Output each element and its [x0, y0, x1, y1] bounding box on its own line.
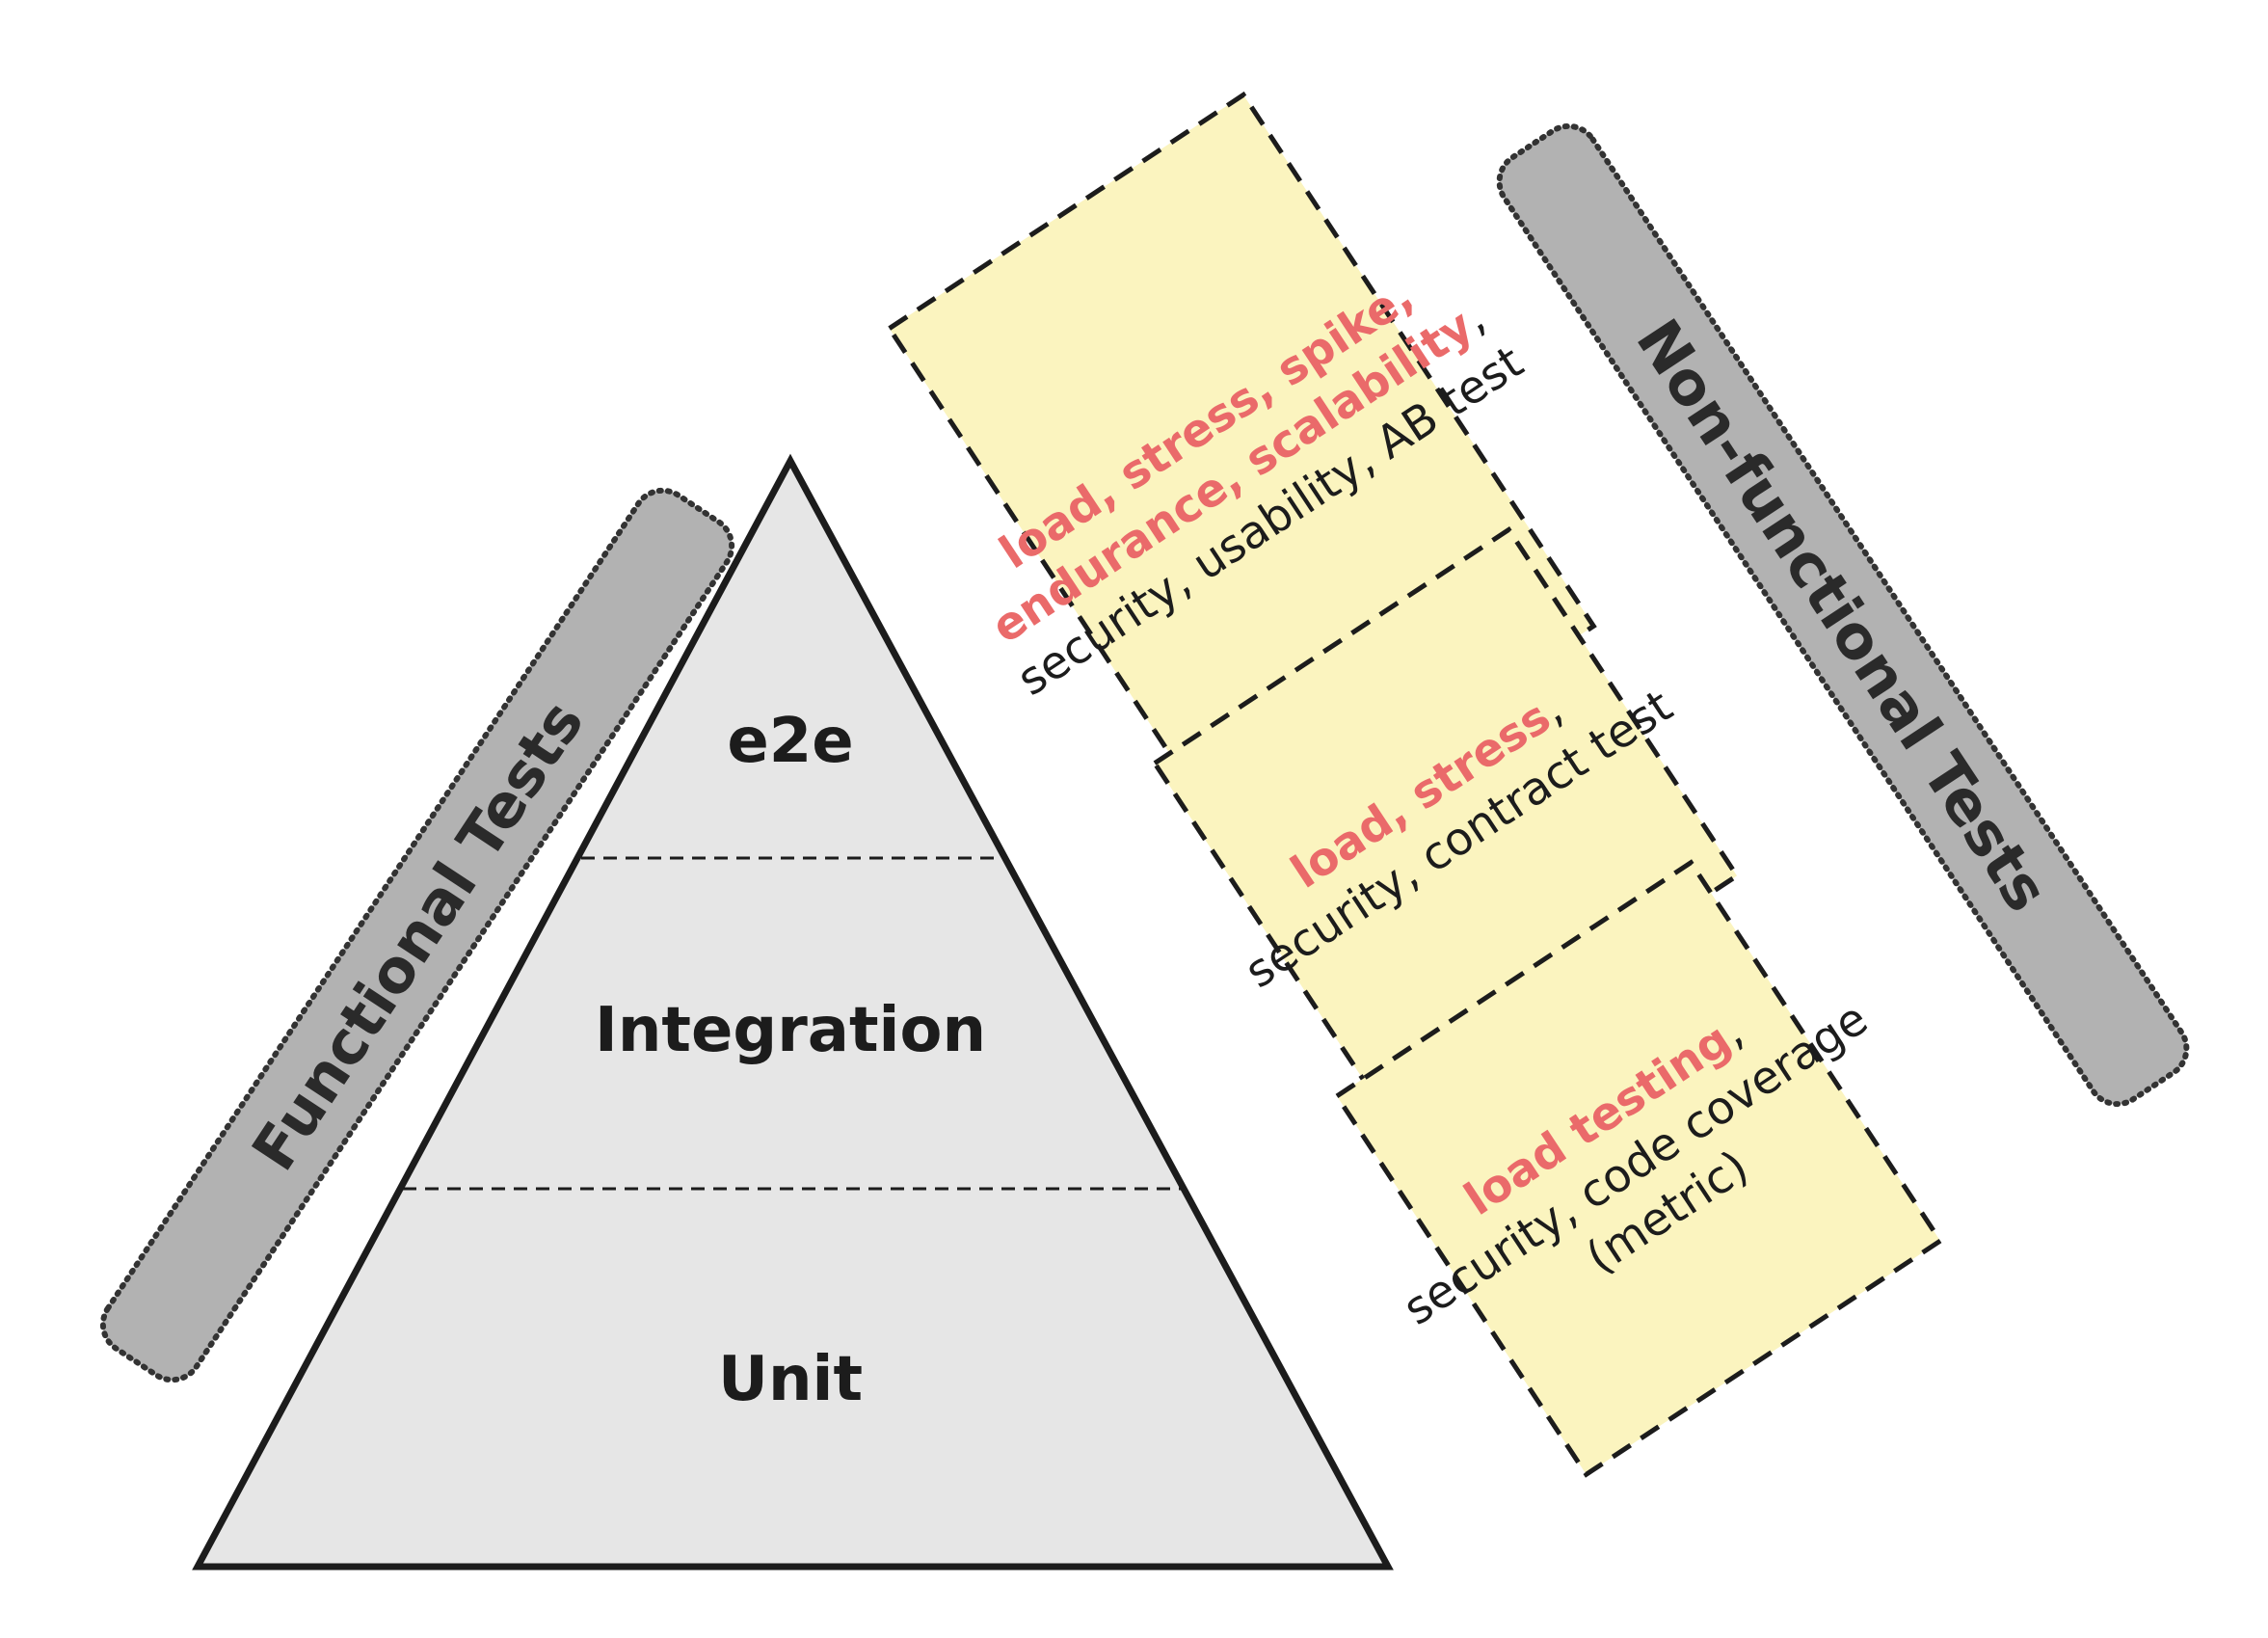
layer-label-e2e: e2e — [727, 706, 853, 777]
non-functional-box-unit: load testing, security, code coverage (m… — [1333, 859, 1944, 1478]
unit-box-frame — [1333, 859, 1944, 1478]
pyramid-outline — [192, 453, 1394, 1571]
layer-label-integration: Integration — [595, 995, 986, 1066]
test-pyramid: e2e Integration Unit — [192, 453, 1394, 1571]
non-functional-tests-pill — [1496, 122, 2190, 1108]
layer-label-unit: Unit — [718, 1344, 863, 1415]
functional-tests-pill — [99, 487, 735, 1383]
